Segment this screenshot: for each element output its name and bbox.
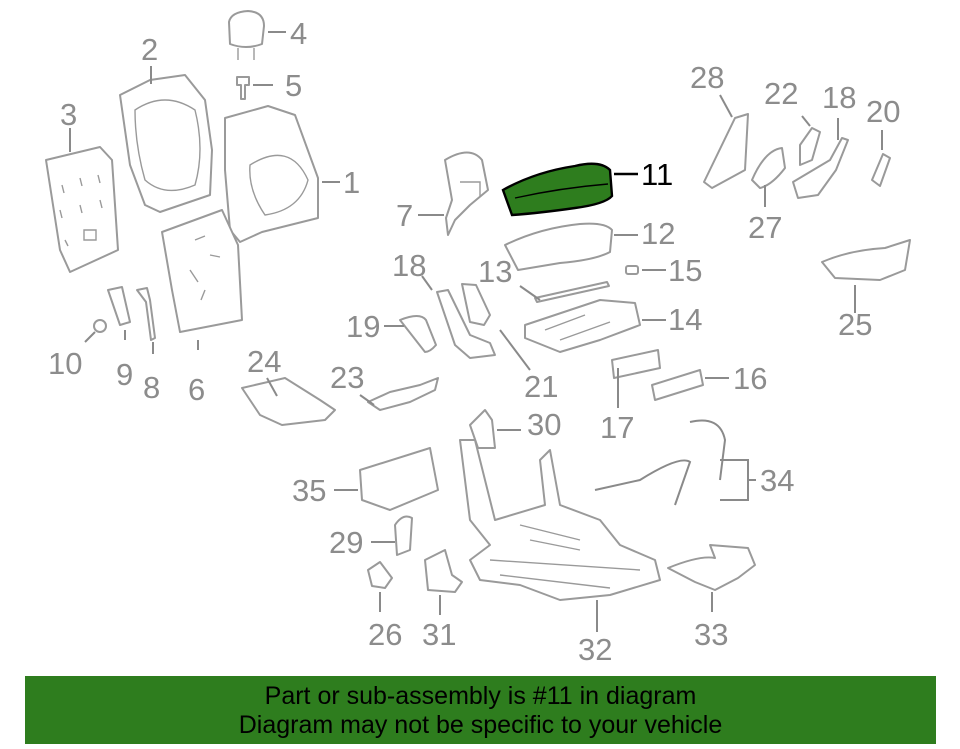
part-32-seat-adjuster (459, 439, 661, 601)
part-29-cover (394, 515, 413, 556)
part-20-handle (871, 153, 891, 187)
part-13-wire (534, 281, 610, 303)
part-35-bracket (359, 447, 439, 511)
part-22-bracket (799, 127, 821, 166)
callout-8: 8 (143, 370, 160, 405)
part-28-panel (703, 113, 749, 189)
callout-21: 21 (524, 369, 558, 404)
part-27-escutcheon (751, 147, 786, 189)
part-10-bushing (93, 319, 107, 333)
part-5-guide (236, 76, 250, 100)
part-24-side-shield (241, 377, 336, 426)
callout-1: 1 (343, 165, 360, 200)
part-33-shield (667, 544, 756, 591)
part-9-bracket (107, 286, 131, 326)
part-3-back-panel (45, 146, 119, 273)
callout-33: 33 (694, 617, 728, 652)
part-16-cover (651, 369, 704, 401)
callout-18-right: 18 (822, 80, 856, 115)
part-18-bracket-right (792, 137, 849, 199)
callout-14: 14 (668, 302, 702, 337)
callout-labels: 1 2 3 4 5 6 7 8 9 10 11 12 13 14 15 16 1… (48, 16, 900, 667)
callout-35: 35 (292, 473, 326, 508)
callout-22: 22 (764, 76, 798, 111)
part-18-bracket-left (436, 289, 496, 359)
part-26-bracket (367, 561, 393, 589)
part-34-cable (594, 419, 727, 506)
callout-17: 17 (600, 410, 634, 445)
callout-31: 31 (422, 617, 456, 652)
part-19-trim (399, 315, 437, 353)
part-6-back-pad (161, 209, 243, 333)
part-12-cushion-pad (504, 222, 613, 271)
callout-18-left: 18 (392, 248, 426, 283)
part-1-back-cover (224, 105, 319, 243)
callout-32: 32 (578, 632, 612, 667)
part-31-cover (424, 549, 463, 593)
parts-diagram: 1 2 3 4 5 6 7 8 9 10 11 12 13 14 15 16 1… (45, 10, 911, 667)
callout-30: 30 (527, 407, 561, 442)
callout-27: 27 (748, 210, 782, 245)
banner-line-part: Part or sub-assembly is #11 in diagram (264, 682, 697, 710)
part-11-cushion-cover (501, 162, 614, 217)
callout-12: 12 (641, 216, 675, 251)
callout-20: 20 (866, 94, 900, 129)
part-2-back-frame (119, 74, 213, 213)
callout-19: 19 (346, 309, 380, 344)
callout-13: 13 (478, 254, 512, 289)
callout-11: 11 (641, 157, 673, 192)
callout-2: 2 (141, 32, 158, 67)
callout-6: 6 (188, 372, 205, 407)
part-4-headrest (228, 10, 265, 60)
part-25-shield (821, 239, 911, 281)
callout-24: 24 (247, 344, 281, 379)
part-15-clip (625, 265, 639, 275)
part-23-harness (367, 377, 439, 411)
callout-9: 9 (116, 357, 133, 392)
part-17-cover (611, 349, 661, 379)
leader-lines (69, 31, 883, 632)
callout-34: 34 (760, 463, 794, 498)
part-14-cushion-frame (524, 299, 641, 353)
info-banner: Part or sub-assembly is #11 in diagram D… (25, 676, 936, 744)
part-8-strap (136, 287, 156, 341)
callout-23: 23 (330, 360, 364, 395)
callout-28: 28 (690, 60, 724, 95)
callout-29: 29 (329, 525, 363, 560)
callout-4: 4 (290, 16, 307, 51)
callout-25: 25 (838, 307, 872, 342)
part-21-recliner (461, 283, 491, 326)
callout-16: 16 (733, 361, 767, 396)
callout-15: 15 (668, 253, 702, 288)
callout-26: 26 (368, 617, 402, 652)
callout-3: 3 (60, 97, 77, 132)
part-7-belt-guide (444, 151, 489, 236)
banner-line-disclaimer: Diagram may not be specific to your vehi… (238, 711, 723, 739)
callout-5: 5 (285, 68, 302, 103)
callout-10: 10 (48, 346, 82, 381)
callout-7: 7 (396, 198, 413, 233)
